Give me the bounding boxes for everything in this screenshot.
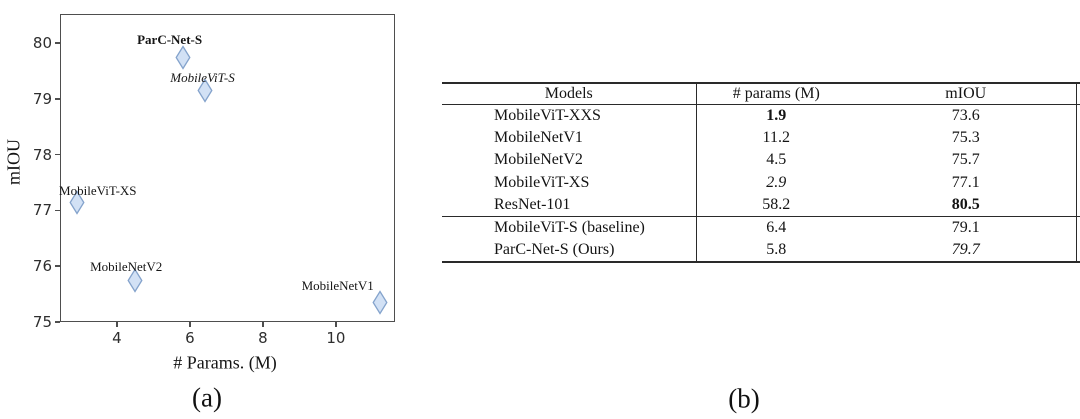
y-tick-mark	[55, 42, 60, 44]
cell-spacer	[1075, 171, 1080, 194]
data-point-marker	[174, 45, 191, 75]
cell-miou: 75.7	[951, 151, 980, 169]
data-point-label: MobileViT-XS	[59, 182, 137, 198]
caption-a: (a)	[192, 382, 222, 413]
cell-params: 4.5	[695, 149, 856, 172]
cell-spacer	[1075, 194, 1080, 217]
data-point-label: MobileNetV1	[301, 278, 374, 294]
results-table: Models # params (M) mIOU MobileViT-XXS 1.…	[442, 82, 1080, 263]
cell-miou: 73.6	[951, 106, 980, 124]
y-tick-mark	[55, 98, 60, 100]
table-header-miou: mIOU	[856, 82, 1076, 105]
y-axis-label: mIOU	[3, 139, 24, 185]
diamond-icon	[69, 190, 85, 215]
table-header-row: Models # params (M) mIOU	[442, 82, 1080, 105]
cell-miou: 79.7	[856, 239, 1076, 263]
diamond-icon	[175, 45, 191, 70]
y-tick-label: 77	[32, 201, 52, 220]
data-point-label: MobileViT-S	[170, 70, 235, 86]
cell-params: 5.8	[695, 239, 856, 263]
cell-model: MobileNetV1	[494, 128, 583, 146]
cell-params: 58.2	[695, 194, 856, 217]
cell-params: 2.9	[695, 171, 856, 194]
cell-model: ResNet-101	[494, 196, 571, 214]
table-header-spacer	[1075, 82, 1080, 105]
x-tick-label: 6	[185, 329, 195, 347]
cell-params: 1.9	[695, 104, 856, 127]
table-row: MobileNetV1 11.2 75.3	[442, 126, 1080, 149]
y-tick-label: 79	[32, 89, 52, 108]
cell-spacer	[1075, 126, 1080, 149]
data-point-marker	[127, 268, 144, 298]
x-tick-mark	[116, 322, 118, 327]
table-row: MobileViT-XXS 1.9 73.6	[442, 104, 1080, 127]
cell-model: MobileNetV2	[494, 151, 583, 169]
x-tick-label: 8	[258, 329, 268, 347]
cell-spacer	[1075, 104, 1080, 127]
y-tick-mark	[55, 153, 60, 156]
table-row: MobileViT-XS 2.9 77.1	[442, 171, 1080, 194]
caption-b: (b)	[728, 383, 760, 414]
cell-miou: 80.5	[951, 196, 980, 214]
cell-params: 11.2	[695, 126, 856, 149]
y-tick-mark	[55, 321, 60, 323]
y-tick-label: 75	[32, 313, 52, 331]
cell-model: ParC-Net-S (Ours)	[442, 239, 696, 263]
x-tick-label: 10	[326, 329, 346, 347]
data-point-marker	[371, 290, 388, 320]
x-axis-label: # Params. (M)	[173, 352, 277, 373]
cell-spacer	[1075, 216, 1080, 239]
diamond-icon	[196, 78, 213, 103]
cell-model: MobileViT-XXS	[494, 106, 601, 124]
cell-miou: 79.1	[856, 216, 1076, 239]
x-tick-mark	[189, 322, 191, 327]
x-tick-mark	[335, 322, 337, 327]
diamond-icon	[372, 290, 388, 315]
cell-model: MobileViT-S (baseline)	[442, 216, 696, 239]
table-header-models: Models	[442, 82, 696, 105]
y-tick-mark	[55, 265, 60, 267]
cell-miou: 75.3	[951, 128, 980, 146]
data-point-marker	[196, 78, 213, 108]
x-tick-mark	[262, 322, 264, 327]
cell-miou: 77.1	[951, 173, 980, 191]
y-tick-label: 80	[32, 34, 52, 52]
data-point-label: ParC-Net-S	[137, 31, 203, 47]
table-row: MobileNetV2 4.5 75.7	[442, 149, 1080, 172]
plot-area	[60, 14, 395, 322]
table-header-params: # params (M)	[695, 82, 856, 105]
y-tick-label: 78	[32, 145, 52, 164]
y-tick-label: 76	[32, 257, 52, 276]
cell-spacer	[1075, 149, 1080, 172]
cell-params: 6.4	[695, 216, 856, 239]
data-point-label: MobileNetV2	[90, 258, 163, 274]
cell-spacer	[1075, 239, 1080, 263]
data-point-marker	[68, 190, 85, 220]
y-tick-mark	[55, 209, 60, 212]
diamond-icon	[127, 268, 143, 293]
x-tick-label: 4	[112, 329, 122, 347]
table-row: ResNet-101 58.2 80.5	[442, 194, 1080, 217]
cell-model: MobileViT-XS	[494, 173, 590, 191]
